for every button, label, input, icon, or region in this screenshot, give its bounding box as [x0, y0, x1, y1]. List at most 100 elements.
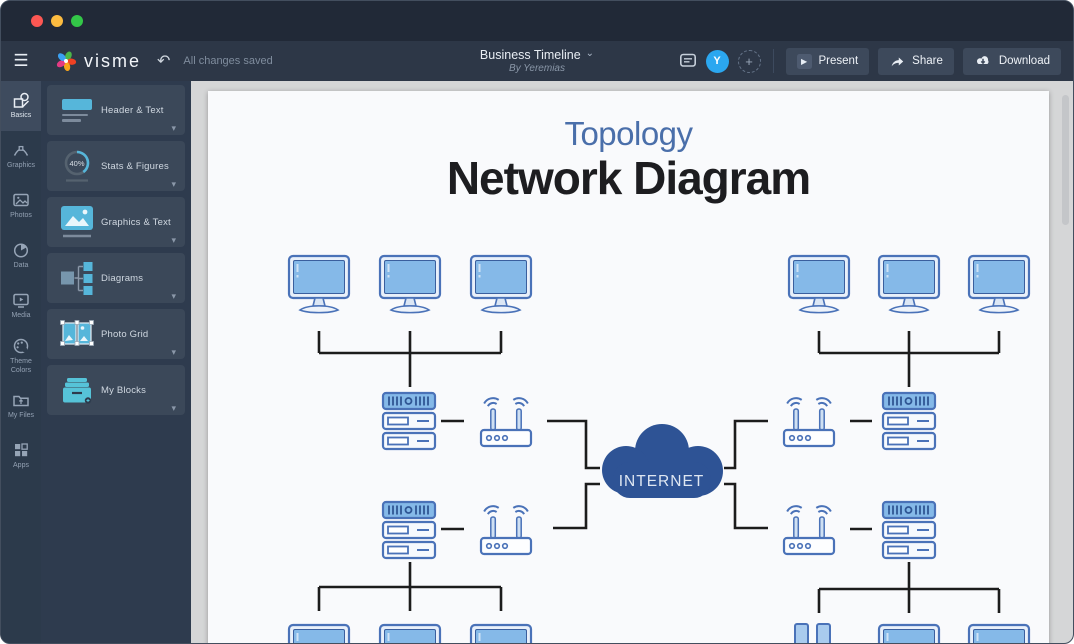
monitor-icon[interactable] — [877, 623, 941, 643]
shapes-pencil-icon — [13, 92, 30, 108]
card-my-blocks[interactable]: My Blocks ▾ — [47, 365, 185, 415]
monitor-icon[interactable] — [967, 623, 1031, 643]
titlebar — [1, 1, 1073, 41]
card-label: Diagrams — [101, 272, 144, 284]
card-label: My Blocks — [101, 384, 147, 396]
server-icon[interactable] — [881, 500, 937, 560]
present-label: Present — [818, 55, 859, 67]
connector-lines[interactable] — [317, 331, 1001, 613]
save-status: All changes saved — [183, 55, 273, 67]
internet-label: INTERNET — [619, 473, 705, 490]
traffic-lights — [31, 15, 83, 27]
download-label: Download — [998, 55, 1050, 67]
page-title[interactable]: Topology — [564, 115, 693, 152]
minimize-button[interactable] — [51, 15, 63, 27]
server-icon[interactable] — [881, 391, 937, 451]
server-icon[interactable] — [381, 391, 437, 451]
sidebar-item-graphics[interactable]: Graphics — [1, 131, 41, 181]
cloud-download-icon — [976, 56, 989, 65]
sidebar-item-media[interactable]: Media — [1, 281, 41, 331]
present-button[interactable]: ▶ Present — [785, 47, 870, 75]
comment-icon[interactable] — [679, 52, 697, 70]
card-label: Stats & Figures — [101, 160, 169, 172]
monitor-icon[interactable] — [469, 623, 533, 643]
monitor-icon[interactable] — [469, 254, 533, 314]
avatar-initial: Y — [713, 55, 721, 67]
monitor-icon[interactable] — [378, 623, 442, 643]
internet-cloud[interactable]: INTERNET — [602, 424, 723, 498]
document-title[interactable]: Business Timeline — [479, 48, 581, 62]
logo-text: visme — [84, 50, 142, 71]
share-button[interactable]: Share — [878, 47, 954, 75]
canvas-area: Topology Network Diagram — [191, 81, 1073, 643]
visme-logo[interactable]: visme — [55, 50, 141, 72]
wireless-router-icon[interactable] — [782, 395, 836, 448]
rail-label: Theme Colors — [10, 357, 32, 374]
network-topology-diagram: INTERNET — [287, 254, 1031, 643]
undo-icon[interactable]: ↶ — [157, 53, 171, 70]
card-header-text[interactable]: Header & Text ▾ — [47, 85, 185, 135]
blocks-panel: Header & Text ▾ 40% Stats & Figures ▾ — [41, 81, 191, 643]
card-graphics-text[interactable]: Graphics & Text ▾ — [47, 197, 185, 247]
play-icon: ▶ — [796, 53, 812, 69]
visme-flower-icon — [56, 51, 77, 72]
apps-grid-icon — [15, 443, 28, 457]
wireless-router-icon[interactable] — [479, 503, 533, 556]
wireless-router-icon[interactable] — [479, 395, 533, 448]
wireless-router-icon[interactable] — [782, 503, 836, 556]
image-text-icon — [57, 197, 97, 247]
folder-upload-icon — [13, 395, 29, 407]
close-button[interactable] — [31, 15, 43, 27]
blocks-folder-icon — [57, 365, 97, 415]
page-subtitle[interactable]: Network Diagram — [446, 152, 811, 204]
sidebar-item-theme-colors[interactable]: Theme Colors — [1, 331, 41, 381]
download-button[interactable]: Download — [962, 47, 1061, 75]
document-author: By Yeremias — [509, 63, 565, 74]
svg-text:40%: 40% — [69, 159, 84, 168]
share-arrow-icon — [891, 57, 904, 66]
donut-stat-icon: 40% — [57, 141, 97, 191]
design-page: Topology Network Diagram — [208, 91, 1049, 643]
monitor-icon[interactable] — [287, 623, 351, 643]
monitor-icon[interactable] — [378, 254, 442, 314]
card-diagrams[interactable]: Diagrams ▾ — [47, 253, 185, 303]
rail-label: Photos — [10, 212, 32, 220]
photo-icon — [13, 193, 29, 207]
card-label: Photo Grid — [101, 328, 149, 340]
chevron-down-icon[interactable]: ▾ — [171, 347, 176, 357]
card-label: Graphics & Text — [101, 216, 171, 228]
rail-label: Graphics — [6, 162, 35, 170]
document-title-block[interactable]: Business Timeline ⌄ By Yeremias — [480, 41, 594, 81]
maximize-button[interactable] — [71, 15, 83, 27]
sidebar-item-photos[interactable]: Photos — [1, 181, 41, 231]
avatar[interactable]: Y — [705, 49, 729, 73]
monitor-icon[interactable] — [967, 254, 1031, 314]
sidebar-item-my-files[interactable]: My Files — [1, 381, 41, 431]
monitor-icon[interactable] — [787, 254, 851, 314]
hamburger-icon[interactable]: ☰ — [13, 51, 29, 70]
chevron-down-icon: ⌄ — [585, 47, 595, 59]
card-photo-grid[interactable]: Photo Grid ▾ — [47, 309, 185, 359]
card-stats-figures[interactable]: 40% Stats & Figures ▾ — [47, 141, 185, 191]
share-label: Share — [912, 55, 943, 67]
monitor-icon[interactable] — [287, 254, 351, 314]
plus-circle-icon[interactable]: + — [737, 49, 761, 73]
sidebar-item-apps[interactable]: Apps — [1, 431, 41, 481]
chevron-down-icon[interactable]: ▾ — [171, 403, 176, 413]
rail-label: Data — [13, 262, 29, 270]
canvas-scrollbar[interactable] — [1062, 95, 1069, 225]
bezier-curve-icon — [13, 146, 29, 156]
desktop-towers-icon[interactable] — [790, 623, 836, 643]
photo-grid-icon — [57, 309, 97, 359]
sidebar-item-data[interactable]: Data — [1, 231, 41, 281]
monitor-icon[interactable] — [877, 254, 941, 314]
chevron-down-icon[interactable]: ▾ — [171, 291, 176, 301]
sidebar-item-basics[interactable]: Basics — [1, 81, 41, 131]
chevron-down-icon[interactable]: ▾ — [171, 235, 176, 245]
chevron-down-icon[interactable]: ▾ — [171, 123, 176, 133]
chevron-down-icon[interactable]: ▾ — [171, 179, 176, 189]
app-header: ☰ visme ↶ All changes saved Business Tim… — [1, 41, 1073, 81]
palette-icon — [13, 338, 29, 353]
server-icon[interactable] — [381, 500, 437, 560]
